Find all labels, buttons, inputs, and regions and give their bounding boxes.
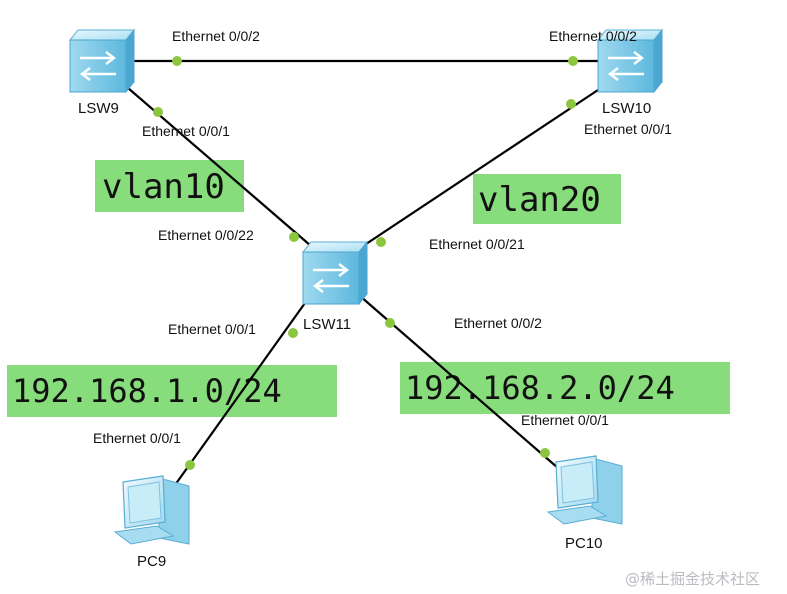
port-label-lsw11-pc9: Ethernet 0/0/1 <box>168 321 256 337</box>
link-lsw11-pc9 <box>169 295 311 493</box>
port-label-lsw9-down: Ethernet 0/0/1 <box>142 123 230 139</box>
port-label-lsw11-pc10: Ethernet 0/0/2 <box>454 315 542 331</box>
port-label-pc10: Ethernet 0/0/1 <box>521 412 609 428</box>
port-label-lsw10-down: Ethernet 0/0/1 <box>584 121 672 137</box>
links <box>127 59 605 493</box>
port-label-lsw10-top: Ethernet 0/0/2 <box>549 28 637 44</box>
subnet2-highlight: 192.168.2.0/24 <box>400 362 730 414</box>
subnet1-highlight: 192.168.1.0/24 <box>7 365 337 417</box>
vlan10-label: vlan10 <box>102 167 225 207</box>
port-label-lsw9-top: Ethernet 0/0/2 <box>172 28 260 44</box>
switch-icon-lsw9[interactable] <box>68 28 136 94</box>
switch-icon-lsw10[interactable] <box>596 28 664 94</box>
vlan20-label: vlan20 <box>478 180 601 220</box>
link-lsw10-lsw11 <box>347 85 605 257</box>
device-label-lsw11: LSW11 <box>303 316 351 333</box>
port-dot <box>185 460 195 470</box>
port-dot <box>376 237 386 247</box>
subnet2-label: 192.168.2.0/24 <box>405 369 675 407</box>
device-label-lsw10: LSW10 <box>602 100 651 117</box>
device-label-pc9: PC9 <box>137 553 166 570</box>
port-dot <box>568 56 578 66</box>
pc-icon-pc9[interactable] <box>113 475 190 545</box>
switch-icon-lsw11[interactable] <box>301 240 369 306</box>
port-dot <box>540 448 550 458</box>
port-dot <box>288 328 298 338</box>
port-dots <box>153 56 578 470</box>
port-label-lsw11-right: Ethernet 0/0/21 <box>429 236 525 252</box>
pc-icon-pc10[interactable] <box>546 455 623 525</box>
port-dot <box>566 99 576 109</box>
vlan20-highlight: vlan20 <box>473 174 621 224</box>
watermark: @稀土掘金技术社区 <box>625 570 760 588</box>
port-dot <box>289 232 299 242</box>
device-label-pc10: PC10 <box>565 535 603 552</box>
port-dot <box>385 318 395 328</box>
port-dot <box>153 107 163 117</box>
device-label-lsw9: LSW9 <box>78 100 119 117</box>
port-label-pc9: Ethernet 0/0/1 <box>93 430 181 446</box>
vlan10-highlight: vlan10 <box>95 160 244 212</box>
subnet1-label: 192.168.1.0/24 <box>12 372 282 410</box>
port-label-lsw11-left: Ethernet 0/0/22 <box>158 227 254 243</box>
port-dot <box>172 56 182 66</box>
